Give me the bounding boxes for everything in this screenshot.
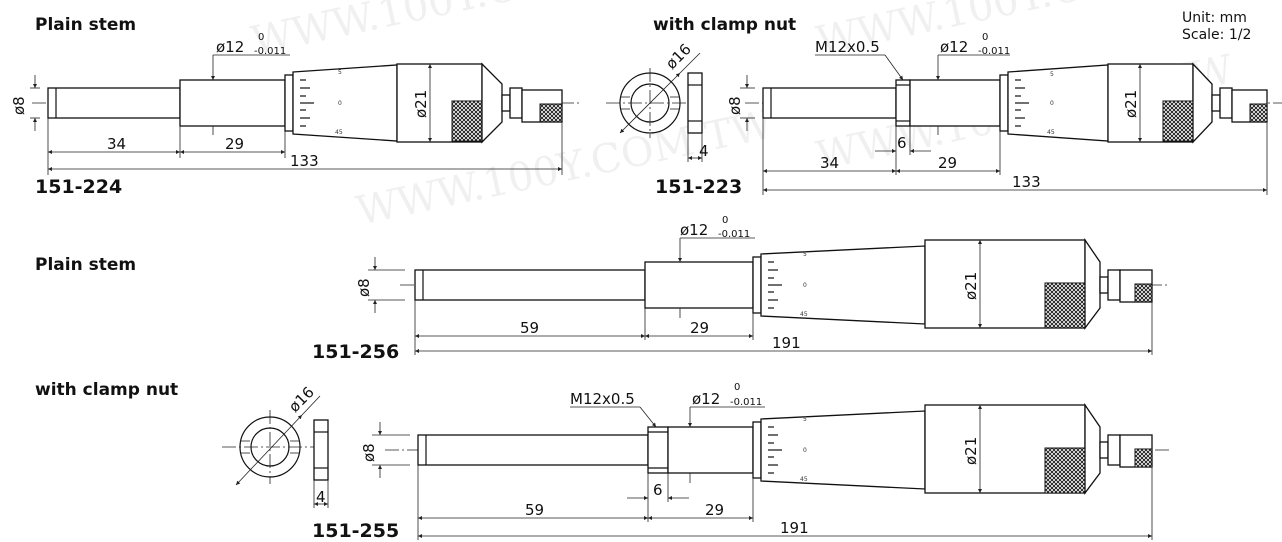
svg-text:34: 34 bbox=[820, 154, 839, 172]
svg-text:ø8: ø8 bbox=[355, 278, 373, 297]
svg-text:29: 29 bbox=[690, 319, 709, 337]
svg-text:133: 133 bbox=[1012, 173, 1041, 191]
svg-text:-0.011: -0.011 bbox=[718, 229, 750, 240]
svg-text:M12x0.5: M12x0.5 bbox=[815, 38, 880, 56]
svg-text:4: 4 bbox=[699, 142, 709, 160]
svg-text:WWW.100Y.COM.TW: WWW.100Y.COM.TW bbox=[248, 0, 673, 65]
svg-text:0: 0 bbox=[1050, 100, 1054, 107]
micrometer-head-151-224: 5 0 45 bbox=[32, 62, 580, 144]
svg-text:0: 0 bbox=[338, 100, 342, 107]
svg-text:0: 0 bbox=[803, 447, 807, 454]
svg-text:ø16: ø16 bbox=[285, 383, 318, 416]
scale-label: Scale: 1/2 bbox=[1182, 27, 1251, 43]
svg-text:ø21: ø21 bbox=[412, 90, 430, 118]
dimensions-151-224: ø8 34 29 133 ø12 0 -0.011 ø21 bbox=[10, 32, 563, 175]
heading-clamp-nut-2: with clamp nut bbox=[35, 380, 178, 400]
svg-text:ø21: ø21 bbox=[962, 272, 980, 300]
heading-plain-stem-1: Plain stem bbox=[35, 15, 136, 35]
svg-text:0: 0 bbox=[258, 32, 264, 43]
model-151-223: 151-223 bbox=[655, 176, 742, 198]
clamp-nut-front-151-255: ø16 bbox=[222, 383, 321, 486]
svg-text:-0.011: -0.011 bbox=[730, 397, 762, 408]
svg-text:ø21: ø21 bbox=[962, 437, 980, 465]
svg-text:6: 6 bbox=[653, 481, 663, 499]
svg-text:ø8: ø8 bbox=[726, 96, 744, 115]
dimensions-151-256: ø8 59 29 191 ø12 0 -0.011 ø21 bbox=[355, 215, 1153, 355]
svg-text:45: 45 bbox=[800, 311, 808, 318]
svg-text:4: 4 bbox=[316, 488, 326, 506]
svg-text:59: 59 bbox=[520, 319, 539, 337]
svg-text:ø12: ø12 bbox=[216, 38, 244, 56]
svg-text:29: 29 bbox=[705, 501, 724, 519]
model-151-256: 151-256 bbox=[312, 341, 399, 363]
svg-text:0: 0 bbox=[982, 32, 988, 43]
svg-text:45: 45 bbox=[335, 129, 343, 136]
svg-text:5: 5 bbox=[803, 416, 807, 423]
svg-text:ø8: ø8 bbox=[10, 96, 28, 115]
dimensions-151-255: ø8 6 59 29 191 M12x0.5 ø12 0 -0.011 ø21 bbox=[360, 382, 1153, 540]
model-151-255: 151-255 bbox=[312, 520, 399, 542]
svg-text:45: 45 bbox=[800, 476, 808, 483]
svg-text:ø8: ø8 bbox=[360, 443, 378, 462]
svg-text:ø12: ø12 bbox=[940, 38, 968, 56]
svg-text:ø21: ø21 bbox=[1122, 90, 1140, 118]
svg-text:M12x0.5: M12x0.5 bbox=[570, 390, 635, 408]
clamp-nut-side-151-223: 4 bbox=[687, 72, 709, 162]
svg-text:133: 133 bbox=[290, 152, 319, 170]
svg-text:ø12: ø12 bbox=[692, 390, 720, 408]
svg-text:191: 191 bbox=[780, 519, 809, 537]
svg-text:-0.011: -0.011 bbox=[978, 46, 1010, 57]
svg-text:34: 34 bbox=[107, 135, 126, 153]
heading-plain-stem-2: Plain stem bbox=[35, 255, 136, 275]
svg-text:191: 191 bbox=[772, 334, 801, 352]
svg-text:59: 59 bbox=[525, 501, 544, 519]
clamp-nut-side-151-255: 4 bbox=[313, 419, 329, 508]
dimensions-151-223: ø8 6 34 29 133 M12x0.5 ø12 0 -0.011 ø21 bbox=[726, 32, 1268, 195]
micrometer-head-151-223: 5 0 45 bbox=[745, 62, 1282, 144]
model-151-224: 151-224 bbox=[35, 176, 122, 198]
svg-text:0: 0 bbox=[803, 282, 807, 289]
micrometer-head-151-255: 5 0 45 bbox=[385, 402, 1170, 495]
micrometer-head-151-256: 5 0 45 bbox=[400, 237, 1170, 330]
svg-text:-0.011: -0.011 bbox=[254, 46, 286, 57]
svg-text:6: 6 bbox=[897, 134, 907, 152]
svg-text:0: 0 bbox=[722, 215, 728, 226]
svg-text:5: 5 bbox=[1050, 71, 1054, 78]
svg-text:0: 0 bbox=[734, 382, 740, 393]
svg-text:5: 5 bbox=[803, 251, 807, 258]
unit-label: Unit: mm bbox=[1182, 10, 1247, 26]
svg-text:29: 29 bbox=[938, 154, 957, 172]
svg-text:ø16: ø16 bbox=[662, 40, 695, 73]
svg-text:5: 5 bbox=[338, 69, 342, 76]
heading-clamp-nut-1: with clamp nut bbox=[653, 15, 796, 35]
svg-text:29: 29 bbox=[225, 135, 244, 153]
svg-text:ø12: ø12 bbox=[680, 221, 708, 239]
svg-text:45: 45 bbox=[1047, 129, 1055, 136]
